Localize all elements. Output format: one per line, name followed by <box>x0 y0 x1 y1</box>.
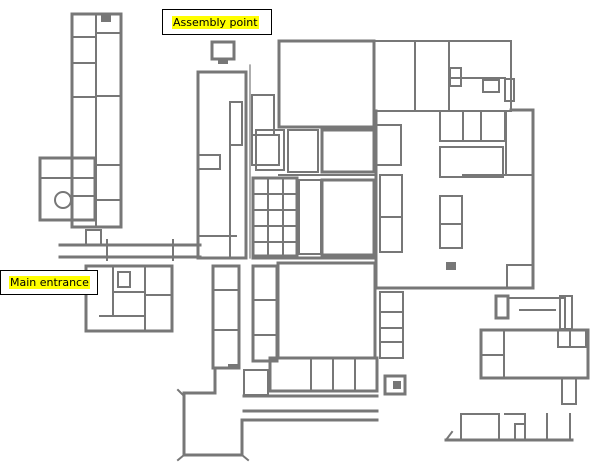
south-east-strip <box>444 413 574 442</box>
assembly-point-label: Assembly point <box>162 9 272 35</box>
entrance-block <box>84 264 174 333</box>
central-south <box>268 261 407 396</box>
main-entrance-text: Main entrance <box>9 276 90 289</box>
south-west <box>211 264 379 422</box>
west-wing <box>38 12 123 246</box>
connector <box>58 239 202 261</box>
main-entrance-label: Main entrance <box>0 270 98 295</box>
assembly-point-text: Assembly point <box>172 15 259 29</box>
central-north <box>196 40 280 260</box>
upper-middle <box>255 39 377 176</box>
south-lobby <box>176 368 250 462</box>
central-grid <box>251 176 378 260</box>
east-block <box>374 108 535 290</box>
east-annex <box>479 294 590 405</box>
north-east <box>373 40 515 112</box>
